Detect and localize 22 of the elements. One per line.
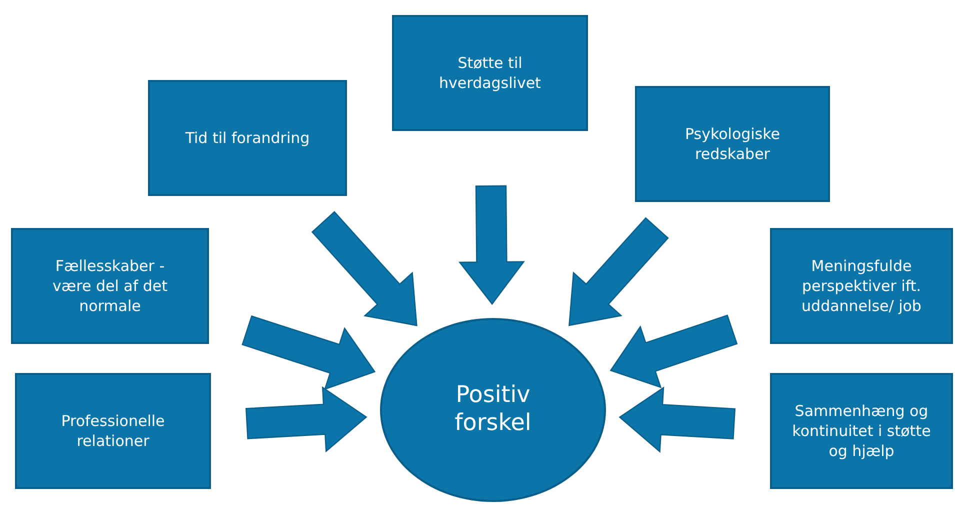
block-arrow bbox=[568, 217, 669, 326]
block-arrow bbox=[458, 185, 525, 305]
block-arrow bbox=[618, 386, 736, 453]
block-arrow bbox=[610, 314, 738, 388]
text-box bbox=[392, 15, 588, 131]
block-arrow bbox=[311, 211, 418, 326]
node-label: Psykologiske redskaber bbox=[684, 124, 782, 164]
text-box bbox=[770, 228, 953, 344]
node-label: Fællesskaber - være del af det normale bbox=[52, 256, 168, 316]
node-label: Sammenhæng og kontinuitet i støtte og hjælp bbox=[792, 400, 932, 462]
block-arrow bbox=[245, 386, 368, 453]
node-label: Støtte til hverdagslivet bbox=[438, 52, 542, 94]
text-box bbox=[635, 86, 830, 202]
text-box bbox=[770, 373, 953, 489]
text-box bbox=[148, 80, 347, 196]
text-box bbox=[15, 373, 211, 489]
text-box bbox=[11, 228, 209, 344]
node-label: Tid til forandring bbox=[185, 128, 310, 148]
block-arrow bbox=[242, 315, 376, 390]
node-label: Meningsfulde perspektiver ift. uddannelse/ job bbox=[800, 256, 922, 316]
node-label: Professionelle relationer bbox=[60, 410, 166, 452]
node-label: Positiv forskel bbox=[454, 382, 532, 438]
